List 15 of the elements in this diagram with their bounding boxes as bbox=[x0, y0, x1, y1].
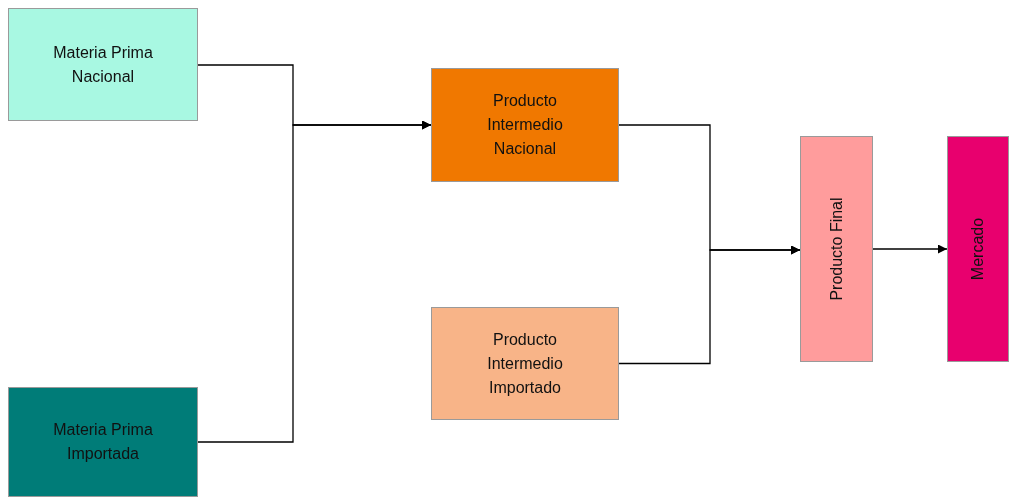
box-label: Producto Intermedio Importado bbox=[486, 329, 564, 398]
process-box bbox=[8, 387, 198, 497]
connector-arrow bbox=[872, 244, 948, 254]
connector-arrow bbox=[618, 245, 801, 365]
connector-arrow bbox=[197, 120, 432, 443]
process-box bbox=[431, 307, 619, 420]
box-label: Producto Final bbox=[826, 197, 846, 301]
process-box bbox=[800, 136, 873, 362]
box-label: Materia Prima Importada bbox=[52, 420, 154, 464]
box-label: Materia Prima Nacional bbox=[52, 42, 154, 87]
process-box bbox=[947, 136, 1009, 362]
box-label: Producto Intermedio Nacional bbox=[486, 91, 564, 159]
process-box bbox=[8, 8, 198, 121]
box-label: Mercado bbox=[968, 217, 987, 281]
process-box bbox=[431, 68, 619, 182]
